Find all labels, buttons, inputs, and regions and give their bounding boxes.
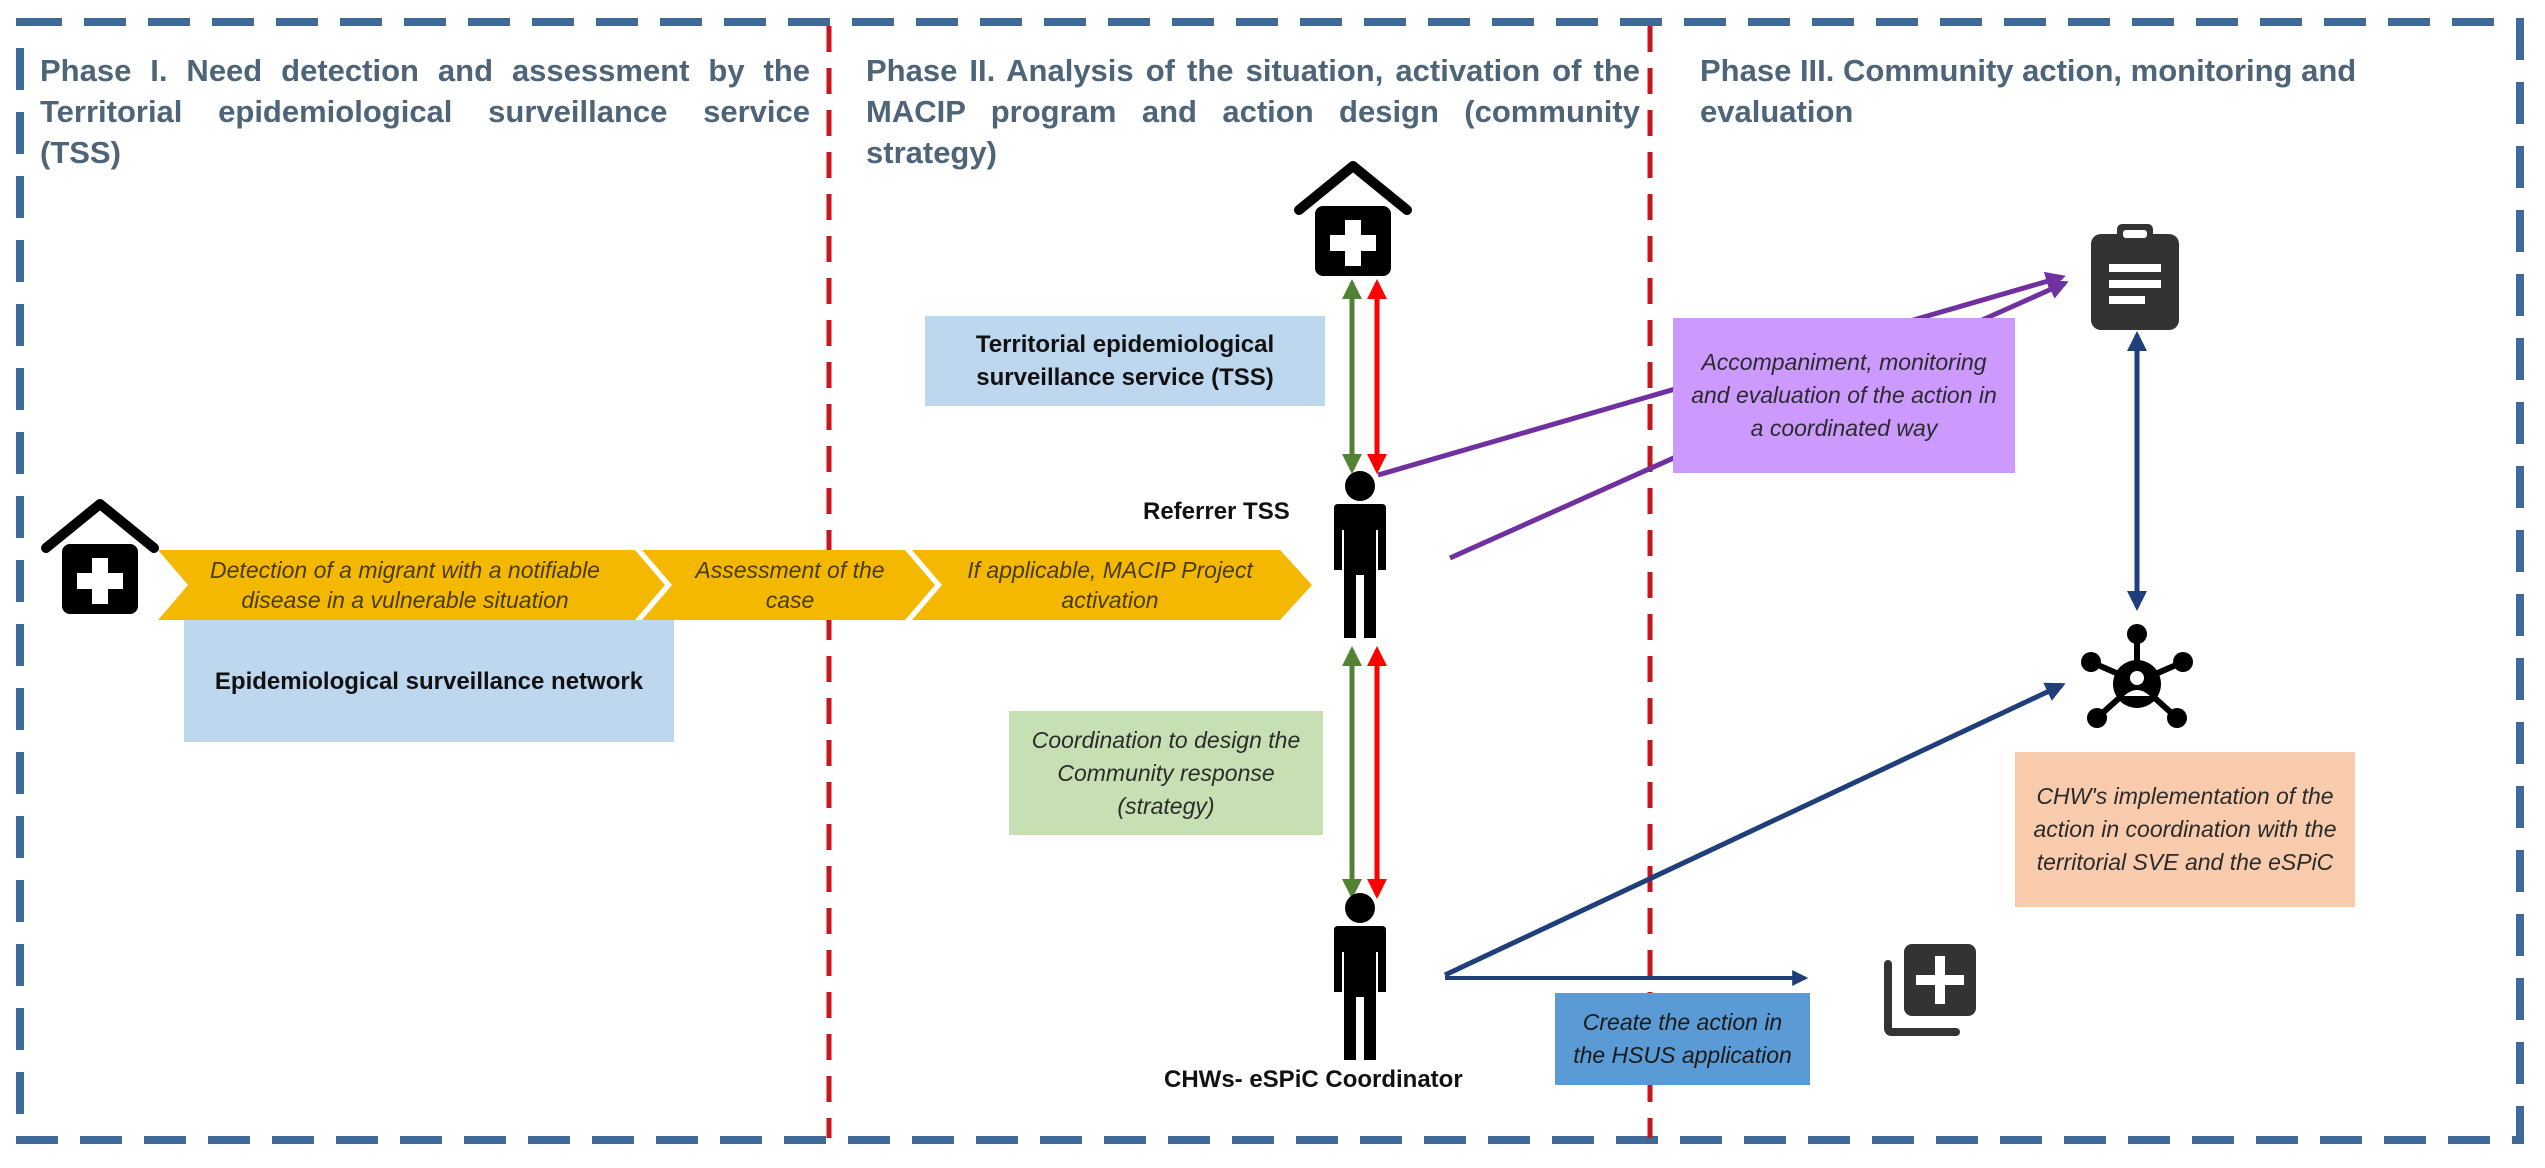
create-action-box: Create the action in the HSUS applicatio… (1555, 993, 1810, 1085)
network-icon (2081, 624, 2193, 728)
flow-step-detection: Detection of a migrant with a notifiable… (210, 557, 600, 613)
epi-network-box: Epidemiological surveillance network (184, 620, 674, 742)
person-icon (1334, 893, 1386, 1060)
arrow-navy-to-network (1443, 682, 2066, 978)
outer-frame (16, 18, 2524, 1144)
chevron-activation (912, 550, 1312, 620)
clipboard-icon (2091, 224, 2179, 330)
implementation-box: CHW's implementation of the action in co… (2015, 752, 2355, 907)
phase-2-title: Phase II. Analysis of the situation, act… (866, 53, 1640, 170)
flow-step-activation: If applicable, MACIP Project activation (967, 557, 1253, 613)
chevron-assessment (642, 550, 935, 620)
hospital-icon (1294, 161, 1412, 276)
tss-box: Territorial epidemiological surveillance… (925, 316, 1325, 406)
flow-step-assessment: Assessment of the case (695, 557, 885, 613)
coordination-box: Coordination to design the Community res… (1009, 711, 1323, 835)
coordinator-label: CHWs- eSPiC Coordinator (1164, 1066, 1463, 1093)
chevron-detection (158, 550, 665, 620)
phase-1-title: Phase I. Need detection and assessment b… (40, 53, 810, 170)
accompaniment-box: Accompaniment, monitoring and evaluation… (1673, 318, 2015, 473)
referrer-label: Referrer TSS (1143, 498, 1290, 525)
phase-3-title: Phase III. Community action, monitoring … (1700, 53, 2357, 129)
hospital-icon (41, 499, 159, 614)
person-icon (1334, 471, 1386, 638)
add-copy-icon (1884, 944, 1976, 1036)
